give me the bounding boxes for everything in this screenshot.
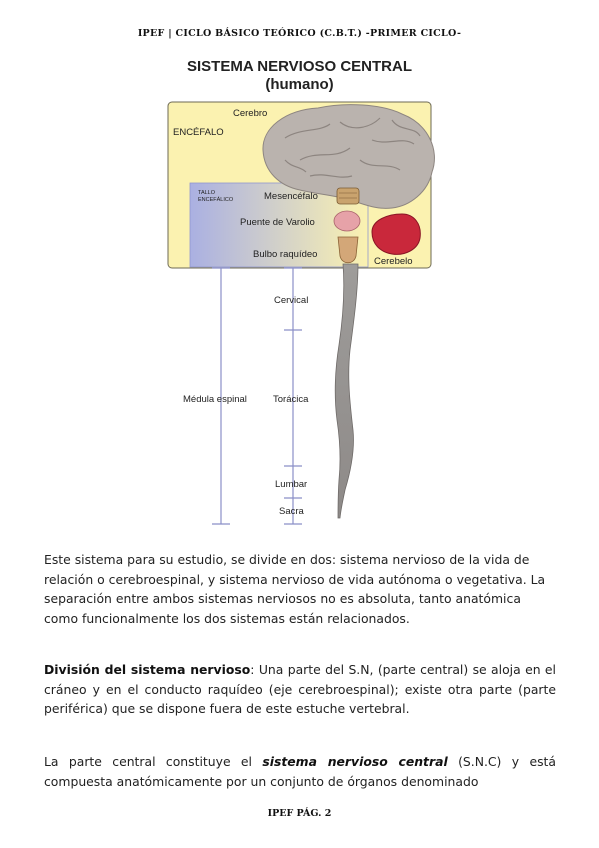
paragraph-division: División del sistema nervioso: Una parte… (44, 660, 556, 719)
cerebelo-shape (371, 213, 421, 255)
label-cervical: Cervical (274, 295, 308, 306)
page-footer: IPEF PÁG. 2 (267, 808, 332, 819)
puente-shape (333, 210, 361, 232)
label-puente: Puente de Varolio (240, 217, 315, 228)
figure-title: SISTEMA NERVIOSO CENTRAL (186, 58, 413, 75)
medula-shape (334, 263, 359, 519)
page-header: IPEF | CICLO BÁSICO TEÓRICO (C.B.T.) -PR… (137, 28, 462, 39)
bulbo-shape (337, 236, 359, 264)
snc-emphasis: sistema nervioso central (262, 754, 448, 769)
figure-subtitle: (humano) (265, 76, 334, 93)
paragraph-snc: La parte central constituye el sistema n… (44, 752, 556, 791)
label-cerebelo: Cerebelo (374, 256, 413, 267)
snc-text-a: La parte central constituye el (44, 754, 263, 769)
cerebro-shape (262, 104, 435, 209)
division-text: : Una parte del S.N, (parte central) se … (44, 662, 556, 716)
label-sacra: Sacra (279, 506, 305, 517)
label-encefalo: ENCÉFALO (173, 127, 224, 138)
label-lumbar: Lumbar (275, 479, 307, 490)
label-cerebro: Cerebro (233, 108, 267, 119)
label-tallo-1: TALLO (198, 190, 216, 196)
snc-text-b: (S.N.C) y está compuesta anatómicamente … (44, 754, 556, 789)
label-bulbo: Bulbo raquídeo (253, 249, 317, 260)
paragraph-intro: Este sistema para su estudio, se divide … (44, 552, 546, 626)
label-medula: Médula espinal (183, 394, 247, 405)
nervous-system-diagram: Cerebro ENCÉFALO TALLO ENCEFÁLICO Mesenc… (167, 101, 435, 525)
mesencefalo-shape (336, 187, 360, 205)
division-heading: División del sistema nervioso (44, 662, 251, 677)
label-mesencefalo: Mesencéfalo (264, 191, 318, 202)
label-toracica: Torácica (273, 394, 309, 405)
label-tallo-2: ENCEFÁLICO (198, 196, 234, 203)
figure-title-block: SISTEMA NERVIOSO CENTRAL (humano) (0, 58, 599, 94)
